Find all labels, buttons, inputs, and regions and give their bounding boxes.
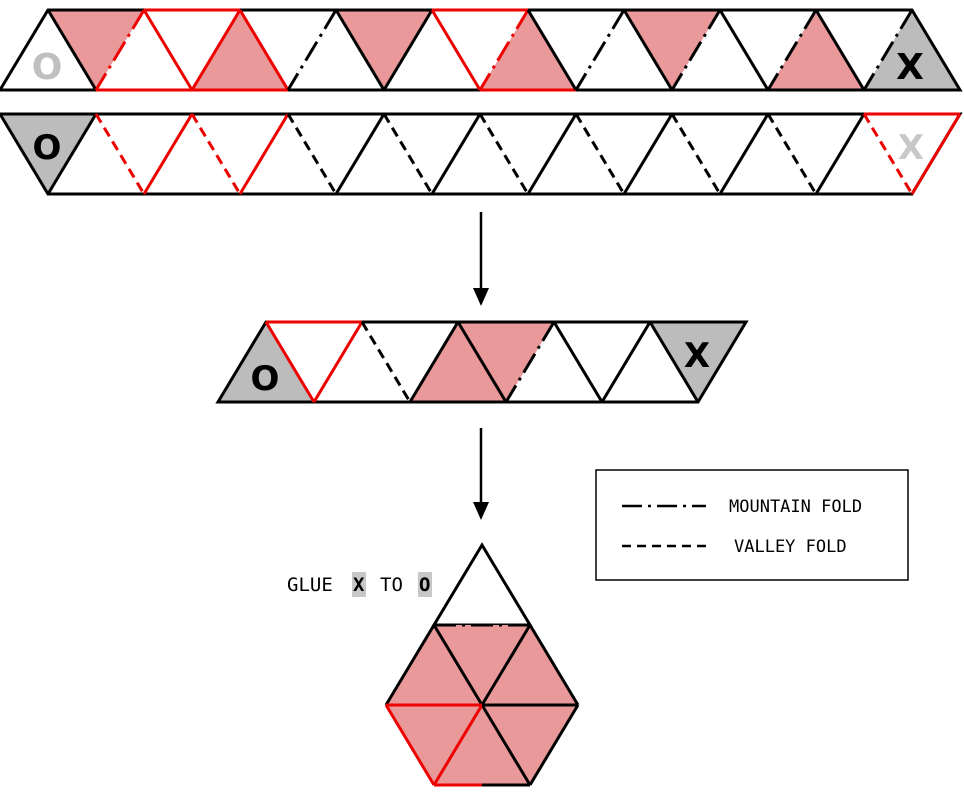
strip-b-right-red [910, 113, 962, 195]
strip-a-face-end [864, 10, 960, 90]
arrow-down-1 [473, 212, 489, 306]
strip-c-edge [648, 321, 700, 403]
strip-b-edge [334, 113, 386, 195]
strip-a-face-2 [48, 10, 144, 90]
strip-a-end-mark: X [896, 47, 924, 88]
strip-a-edge [430, 9, 482, 91]
strip-b-edge [46, 113, 98, 195]
strip-a-face-5 [192, 10, 288, 90]
glue-middle: TO [380, 574, 403, 596]
glue-first-mark: X [353, 574, 365, 596]
strip-b-edge [190, 113, 242, 195]
valley-fold-label: VALLEY FOLD [734, 537, 847, 557]
arrow-down-2 [473, 428, 489, 520]
glue-second-mark: O [419, 574, 430, 596]
strip-a-edge [574, 9, 626, 91]
strip-a-edge [334, 9, 386, 91]
strip-c-edge [504, 321, 556, 403]
strip-a-edge [766, 9, 818, 91]
strip-c: O X [215, 320, 749, 404]
strip-a-face-11 [480, 10, 576, 90]
strip-c-edge [360, 321, 412, 403]
hex-face-upper-right [482, 625, 578, 705]
legend-box [595, 469, 909, 581]
strip-b-edge [94, 113, 146, 195]
strip-a-edge [670, 9, 722, 91]
strip-b-edge [142, 113, 194, 195]
strip-c-start-mark: O [251, 359, 280, 399]
strip-c-edge [264, 321, 316, 403]
strip-b: O X [0, 112, 963, 196]
strip-a-edge [382, 9, 434, 91]
strip-a-edge [94, 9, 146, 91]
strip-b-edge [286, 113, 338, 195]
strip-c-end-mark: X [684, 336, 710, 376]
strip-b-face-start [0, 114, 96, 194]
strip-b-start-mark: O [33, 128, 62, 168]
strip-a-edge [622, 9, 674, 91]
strip-a-edge [718, 9, 770, 91]
hex-face-lower-right [482, 705, 578, 785]
strip-a-edge [862, 9, 914, 91]
strip-a-face-14 [624, 10, 720, 90]
strip-c-edge [408, 321, 460, 403]
strip-a: O X [0, 8, 963, 92]
strip-b-edge [382, 113, 434, 195]
hex-face-bottom [434, 705, 530, 785]
strip-b-edge [478, 113, 530, 195]
strip-c-edge [456, 321, 508, 403]
strip-a-face-8 [336, 10, 432, 90]
strip-b-edge [574, 113, 626, 195]
strip-a-edge [814, 9, 866, 91]
hex-face-upper-left [386, 625, 482, 705]
strip-a-edge [286, 9, 338, 91]
strip-b-edge [718, 113, 770, 195]
hex-flap-top [431, 542, 533, 627]
mountain-fold-label: MOUNTAIN FOLD [729, 497, 862, 517]
glue-highlight-o [418, 572, 432, 597]
legend: MOUNTAIN FOLD VALLEY FOLD [595, 469, 909, 581]
strip-a-edge [238, 9, 290, 91]
strip-c-edge [312, 321, 364, 403]
strip-c-face-start [218, 322, 314, 402]
strip-c-face-pink-2 [458, 322, 554, 402]
strip-c-edge [552, 321, 604, 403]
strip-b-end-mark: X [898, 128, 924, 168]
strip-b-edge [766, 113, 818, 195]
strip-b-edge [430, 113, 482, 195]
strip-a-edge [190, 9, 242, 91]
strip-b-edge [238, 113, 290, 195]
glue-highlight-x [352, 572, 366, 597]
strip-b-edge [526, 113, 578, 195]
glue-instruction: GLUE X TO O [287, 572, 432, 597]
hex-inner-edge [432, 704, 484, 786]
strip-a-edge [142, 9, 194, 91]
hex-edge [384, 704, 436, 786]
hex-face-lower-left [386, 705, 482, 785]
strip-c-face-end [650, 322, 746, 402]
strip-b-edge [622, 113, 674, 195]
strip-b-edge [670, 113, 722, 195]
hex-edge [384, 624, 436, 706]
glue-prefix: GLUE [287, 574, 333, 596]
strip-c-edge [600, 321, 652, 403]
hex-edge [528, 704, 580, 786]
hex-edge [528, 624, 580, 706]
strip-b-outline [0, 112, 963, 196]
strip-a-edge [526, 9, 578, 91]
strip-a-edge [46, 9, 98, 91]
hex-face-top [434, 625, 530, 705]
hex-inner-edge [480, 624, 532, 706]
strip-b-edge [814, 113, 866, 195]
strip-a-start-mark: O [32, 47, 63, 88]
strip-c-face-pink-1 [410, 322, 506, 402]
strip-a-face-17 [768, 10, 864, 90]
final-hexagon [384, 542, 580, 787]
strip-a-edge [478, 9, 530, 91]
